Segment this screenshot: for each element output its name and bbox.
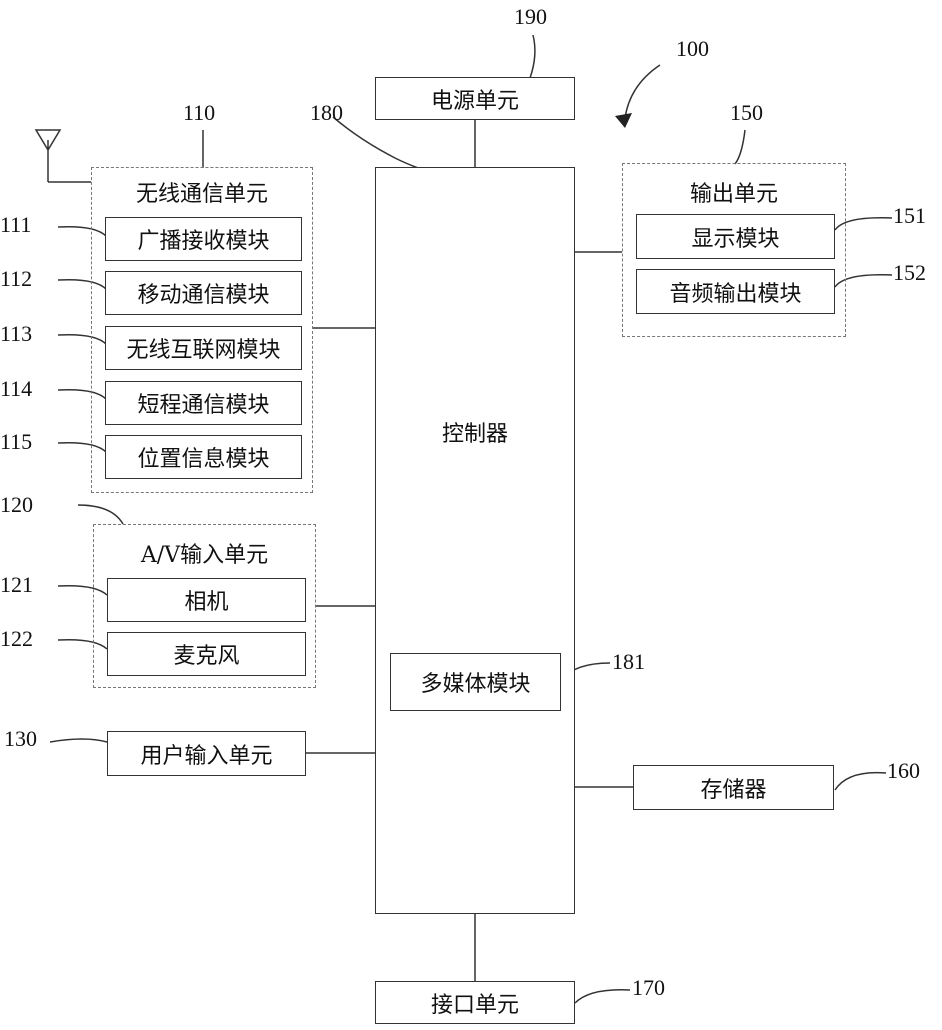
- ref-user-input: 130: [4, 726, 37, 752]
- broadcast-module-box: 广播接收模块: [105, 217, 302, 261]
- ref-interface: 170: [632, 975, 665, 1001]
- wireless-unit-title: 无线通信单元: [92, 176, 312, 208]
- mobile-module-box: 移动通信模块: [105, 271, 302, 315]
- broadcast-module-label: 广播接收模块: [137, 223, 269, 255]
- ref-audio: 152: [893, 260, 926, 286]
- interface-unit-box: 接口单元: [375, 981, 575, 1024]
- mobile-module-label: 移动通信模块: [137, 277, 269, 309]
- short-range-module-box: 短程通信模块: [105, 381, 302, 425]
- audio-output-module-label: 音频输出模块: [669, 276, 801, 308]
- audio-output-module-box: 音频输出模块: [636, 269, 835, 314]
- display-module-box: 显示模块: [636, 214, 835, 259]
- interface-unit-label: 接口单元: [431, 987, 519, 1019]
- display-module-label: 显示模块: [691, 221, 779, 253]
- power-unit-box: 电源单元: [375, 77, 575, 120]
- multimedia-module-box: 多媒体模块: [390, 653, 561, 711]
- ref-multimedia: 181: [612, 649, 645, 675]
- ref-microphone: 122: [0, 626, 33, 652]
- ref-storage: 160: [887, 758, 920, 784]
- camera-label: 相机: [184, 584, 228, 616]
- ref-module-113: 113: [0, 321, 32, 347]
- ref-camera: 121: [0, 572, 33, 598]
- storage-label: 存储器: [700, 772, 766, 804]
- ref-module-112: 112: [0, 266, 32, 292]
- ref-av: 120: [0, 492, 33, 518]
- microphone-box: 麦克风: [107, 632, 306, 676]
- ref-display: 151: [893, 203, 926, 229]
- location-module-box: 位置信息模块: [105, 435, 302, 479]
- av-input-title: A/V输入单元: [94, 537, 315, 569]
- ref-controller: 180: [310, 100, 343, 126]
- location-module-label: 位置信息模块: [137, 441, 269, 473]
- internet-module-box: 无线互联网模块: [105, 326, 302, 370]
- ref-module-114: 114: [0, 376, 32, 402]
- output-unit-title: 输出单元: [623, 176, 845, 208]
- internet-module-label: 无线互联网模块: [126, 332, 280, 364]
- microphone-label: 麦克风: [173, 638, 239, 670]
- user-input-label: 用户输入单元: [140, 738, 272, 770]
- short-range-module-label: 短程通信模块: [137, 387, 269, 419]
- ref-module-111: 111: [0, 212, 31, 238]
- ref-output: 150: [730, 100, 763, 126]
- ref-wireless: 110: [183, 100, 215, 126]
- controller-box: 控制器: [375, 167, 575, 914]
- multimedia-module-label: 多媒体模块: [420, 666, 530, 698]
- storage-box: 存储器: [633, 765, 834, 810]
- ref-module-115: 115: [0, 429, 32, 455]
- camera-box: 相机: [107, 578, 306, 622]
- ref-device: 100: [676, 36, 709, 62]
- controller-label: 控制器: [442, 416, 508, 448]
- power-unit-label: 电源单元: [431, 83, 519, 115]
- ref-power: 190: [514, 4, 547, 30]
- user-input-box: 用户输入单元: [107, 731, 306, 776]
